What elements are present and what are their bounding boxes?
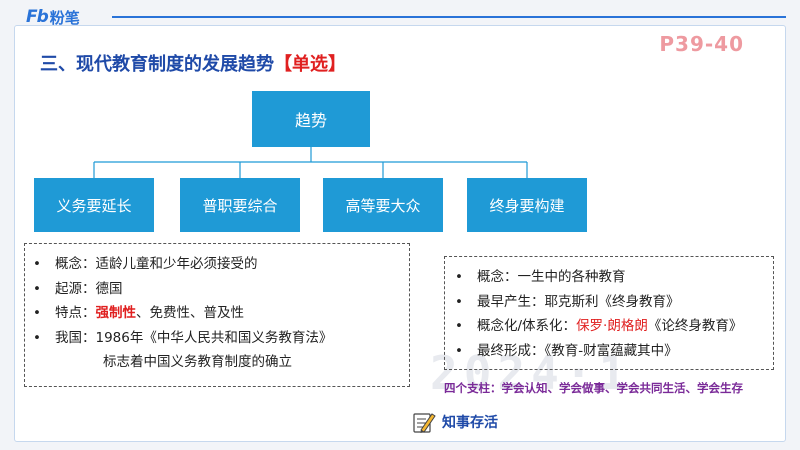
compulsory-list: •概念：适龄儿童和少年必须接受的 •起源：德国 •特点：强制性、免费性、普及性 … — [25, 244, 409, 375]
pencil-note-icon — [413, 413, 436, 433]
list-item: •特点：强制性、免费性、普及性 — [33, 305, 244, 321]
list-item-continuation: 标志着中国义务教育制度的确立 — [103, 354, 292, 370]
slide-title-main: 三、现代教育制度的发展趋势 — [40, 54, 274, 75]
header-rule — [112, 16, 786, 18]
four-pillars-note: 四个支柱：学会认知、学会做事、学会共同生活、学会生存 — [444, 381, 743, 395]
brand-name: 粉笔 — [49, 8, 80, 27]
list-item: •概念：适龄儿童和少年必须接受的 — [33, 256, 258, 272]
slide-title: 三、现代教育制度的发展趋势【单选】 — [40, 50, 346, 76]
tree-node-higher: 高等要大众 — [323, 178, 443, 232]
knowledge-tag: 知事存活 — [412, 410, 498, 434]
list-item: •概念：一生中的各种教育 — [455, 269, 626, 285]
list-item: •最早产生：耶克斯利《终身教育》 — [455, 293, 680, 310]
compulsory-education-box: •概念：适龄儿童和少年必须接受的 •起源：德国 •特点：强制性、免费性、普及性 … — [24, 243, 410, 387]
tree-node-vocational: 普职要综合 — [180, 178, 300, 232]
list-item: •概念化/体系化：保罗·朗格朗《论终身教育》 — [455, 318, 743, 334]
brand-logo: Fb 粉笔 — [26, 4, 80, 30]
brand-mark: Fb — [26, 7, 49, 27]
list-item: •起源：德国 — [33, 280, 123, 297]
lifelong-education-box: •概念：一生中的各种教育 •最早产生：耶克斯利《终身教育》 •概念化/体系化：保… — [444, 256, 774, 370]
list-item: •我国：1986年《中华人民共和国义务教育法》 — [33, 329, 333, 346]
tree-node-compulsory: 义务要延长 — [34, 178, 154, 232]
watermark: 2024·1 — [430, 346, 633, 400]
knowledge-label: 知事存活 — [442, 415, 498, 431]
slide-title-tag: 【单选】 — [274, 54, 346, 75]
slide-frame — [14, 25, 786, 442]
page-reference: P39-40 — [659, 32, 744, 56]
lifelong-list: •概念：一生中的各种教育 •最早产生：耶克斯利《终身教育》 •概念化/体系化：保… — [445, 257, 773, 363]
tree-node-lifelong: 终身要构建 — [467, 178, 587, 232]
tree-root-node: 趋势 — [252, 91, 370, 147]
list-item: •最终形成：《教育-财富蕴藏其中》 — [455, 342, 678, 359]
